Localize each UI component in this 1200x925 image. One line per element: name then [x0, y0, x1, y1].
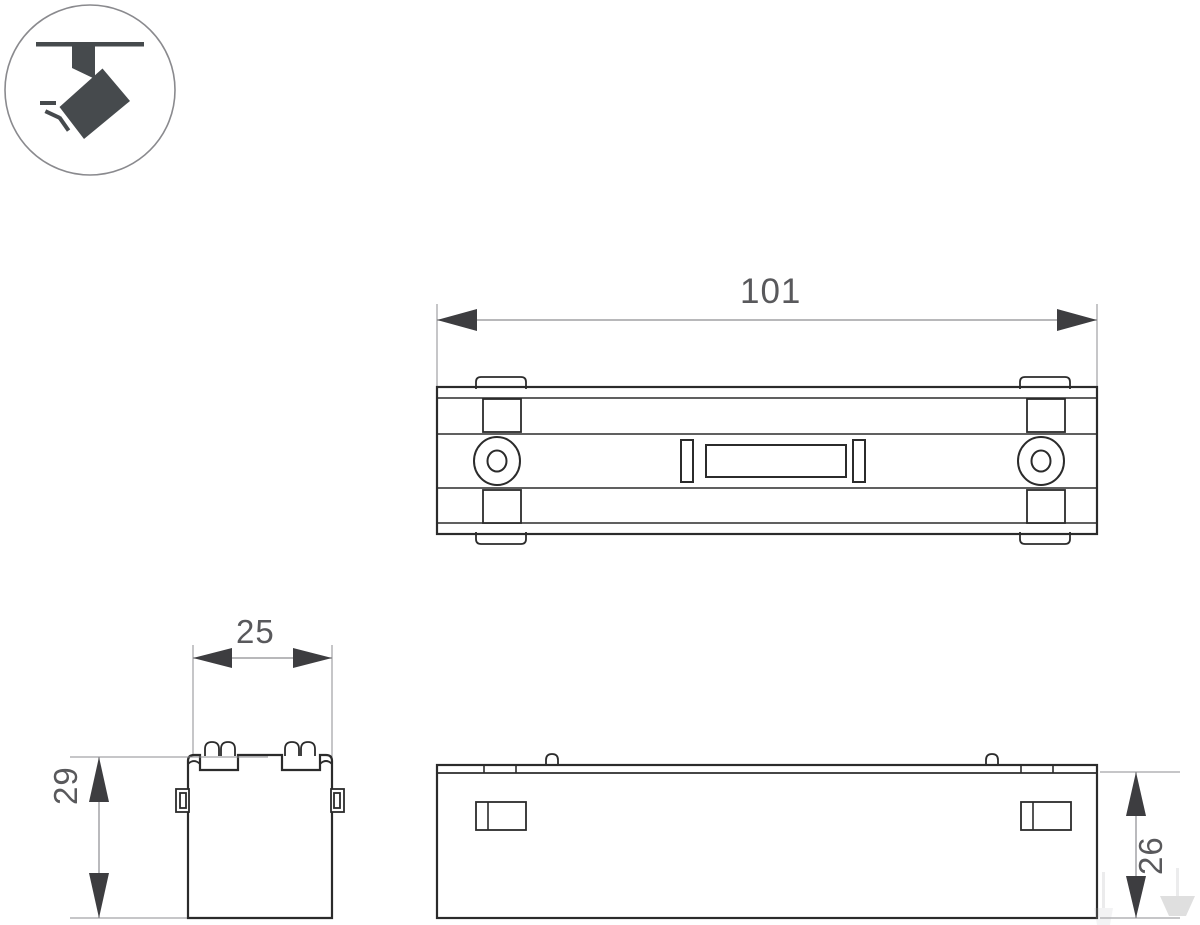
dimension-height-26 — [1100, 771, 1180, 919]
dimension-width-25 — [192, 645, 333, 760]
front-view-body-outline — [435, 763, 1099, 920]
track-mounted-spotlight-icon — [4, 4, 176, 176]
top-view-clips — [482, 398, 1066, 524]
front-view-lid-notches — [483, 765, 1054, 773]
tab-top-right — [1019, 376, 1071, 389]
clip-top-right — [1026, 398, 1066, 433]
arrow-right-icon — [1057, 309, 1097, 331]
arrow-right-icon — [293, 648, 332, 668]
side-view-body-outline — [186, 753, 334, 920]
screw-hole-right-inner — [1030, 449, 1052, 473]
tab-top-left — [475, 376, 527, 389]
side-view-corner-hooks — [187, 760, 333, 765]
light-ray-2-icon — [44, 109, 61, 120]
center-slot — [705, 444, 847, 478]
clip-bottom-left — [482, 489, 522, 524]
top-bump-left-icon — [545, 753, 559, 766]
dimension-height-29 — [70, 756, 200, 919]
track-stem-icon — [72, 46, 95, 79]
light-ray-3-icon — [57, 116, 71, 132]
hook-left-icon — [187, 760, 201, 765]
contact-4-icon — [300, 741, 316, 756]
front-view-top-bumps — [545, 753, 999, 766]
top-view-tabs — [475, 376, 1071, 545]
side-tab-right-inner — [333, 792, 341, 809]
top-view — [435, 376, 1099, 545]
spotlight-head-icon — [59, 68, 130, 139]
dimension-label-25: 25 — [236, 613, 275, 650]
side-view-top-contacts — [204, 741, 316, 756]
top-view-center-connector — [680, 439, 866, 483]
side-view-side-tabs — [175, 788, 345, 813]
arrow-left-icon — [193, 648, 232, 668]
center-bar-left — [680, 439, 694, 483]
dimension-length-101 — [436, 304, 1098, 392]
top-view-band-lines — [437, 397, 1097, 524]
arrow-up-icon — [89, 757, 109, 802]
top-view-screw-holes — [473, 436, 1065, 486]
contact-1-icon — [204, 741, 220, 756]
hook-right-icon — [319, 760, 333, 765]
watermark-shade-1 — [1094, 908, 1113, 925]
arrow-left-icon — [437, 309, 477, 331]
side-slot-left — [475, 801, 527, 831]
clip-bottom-right — [1026, 489, 1066, 524]
dimension-label-101: 101 — [740, 272, 802, 311]
screw-hole-left-inner — [486, 449, 508, 473]
ceiling-track-icon — [36, 42, 144, 47]
arrow-down-icon — [89, 873, 109, 918]
contact-3-icon — [284, 741, 300, 756]
tab-bottom-right — [1019, 532, 1071, 545]
watermark-stem-2 — [1176, 868, 1179, 898]
top-bump-right-icon — [985, 753, 999, 766]
side-slot-right — [1020, 801, 1072, 831]
watermark-stem-1 — [1102, 872, 1105, 916]
arrow-up-icon — [1126, 772, 1146, 816]
dimension-label-29: 29 — [47, 766, 84, 805]
contact-2-icon — [220, 741, 236, 756]
front-view-side-slots — [475, 801, 1072, 831]
side-view — [70, 741, 345, 920]
light-ray-1-icon — [40, 101, 56, 105]
center-bar-right — [852, 439, 866, 483]
dimension-label-26: 26 — [1132, 836, 1169, 875]
top-view-body-outline — [435, 385, 1099, 536]
clip-top-left — [482, 398, 522, 433]
arrow-down-icon — [1126, 876, 1146, 918]
side-tab-left-inner — [179, 792, 187, 809]
tab-bottom-left — [475, 532, 527, 545]
front-view — [435, 753, 1099, 920]
watermark-shade-2 — [1160, 896, 1195, 916]
watermark — [1094, 868, 1195, 925]
